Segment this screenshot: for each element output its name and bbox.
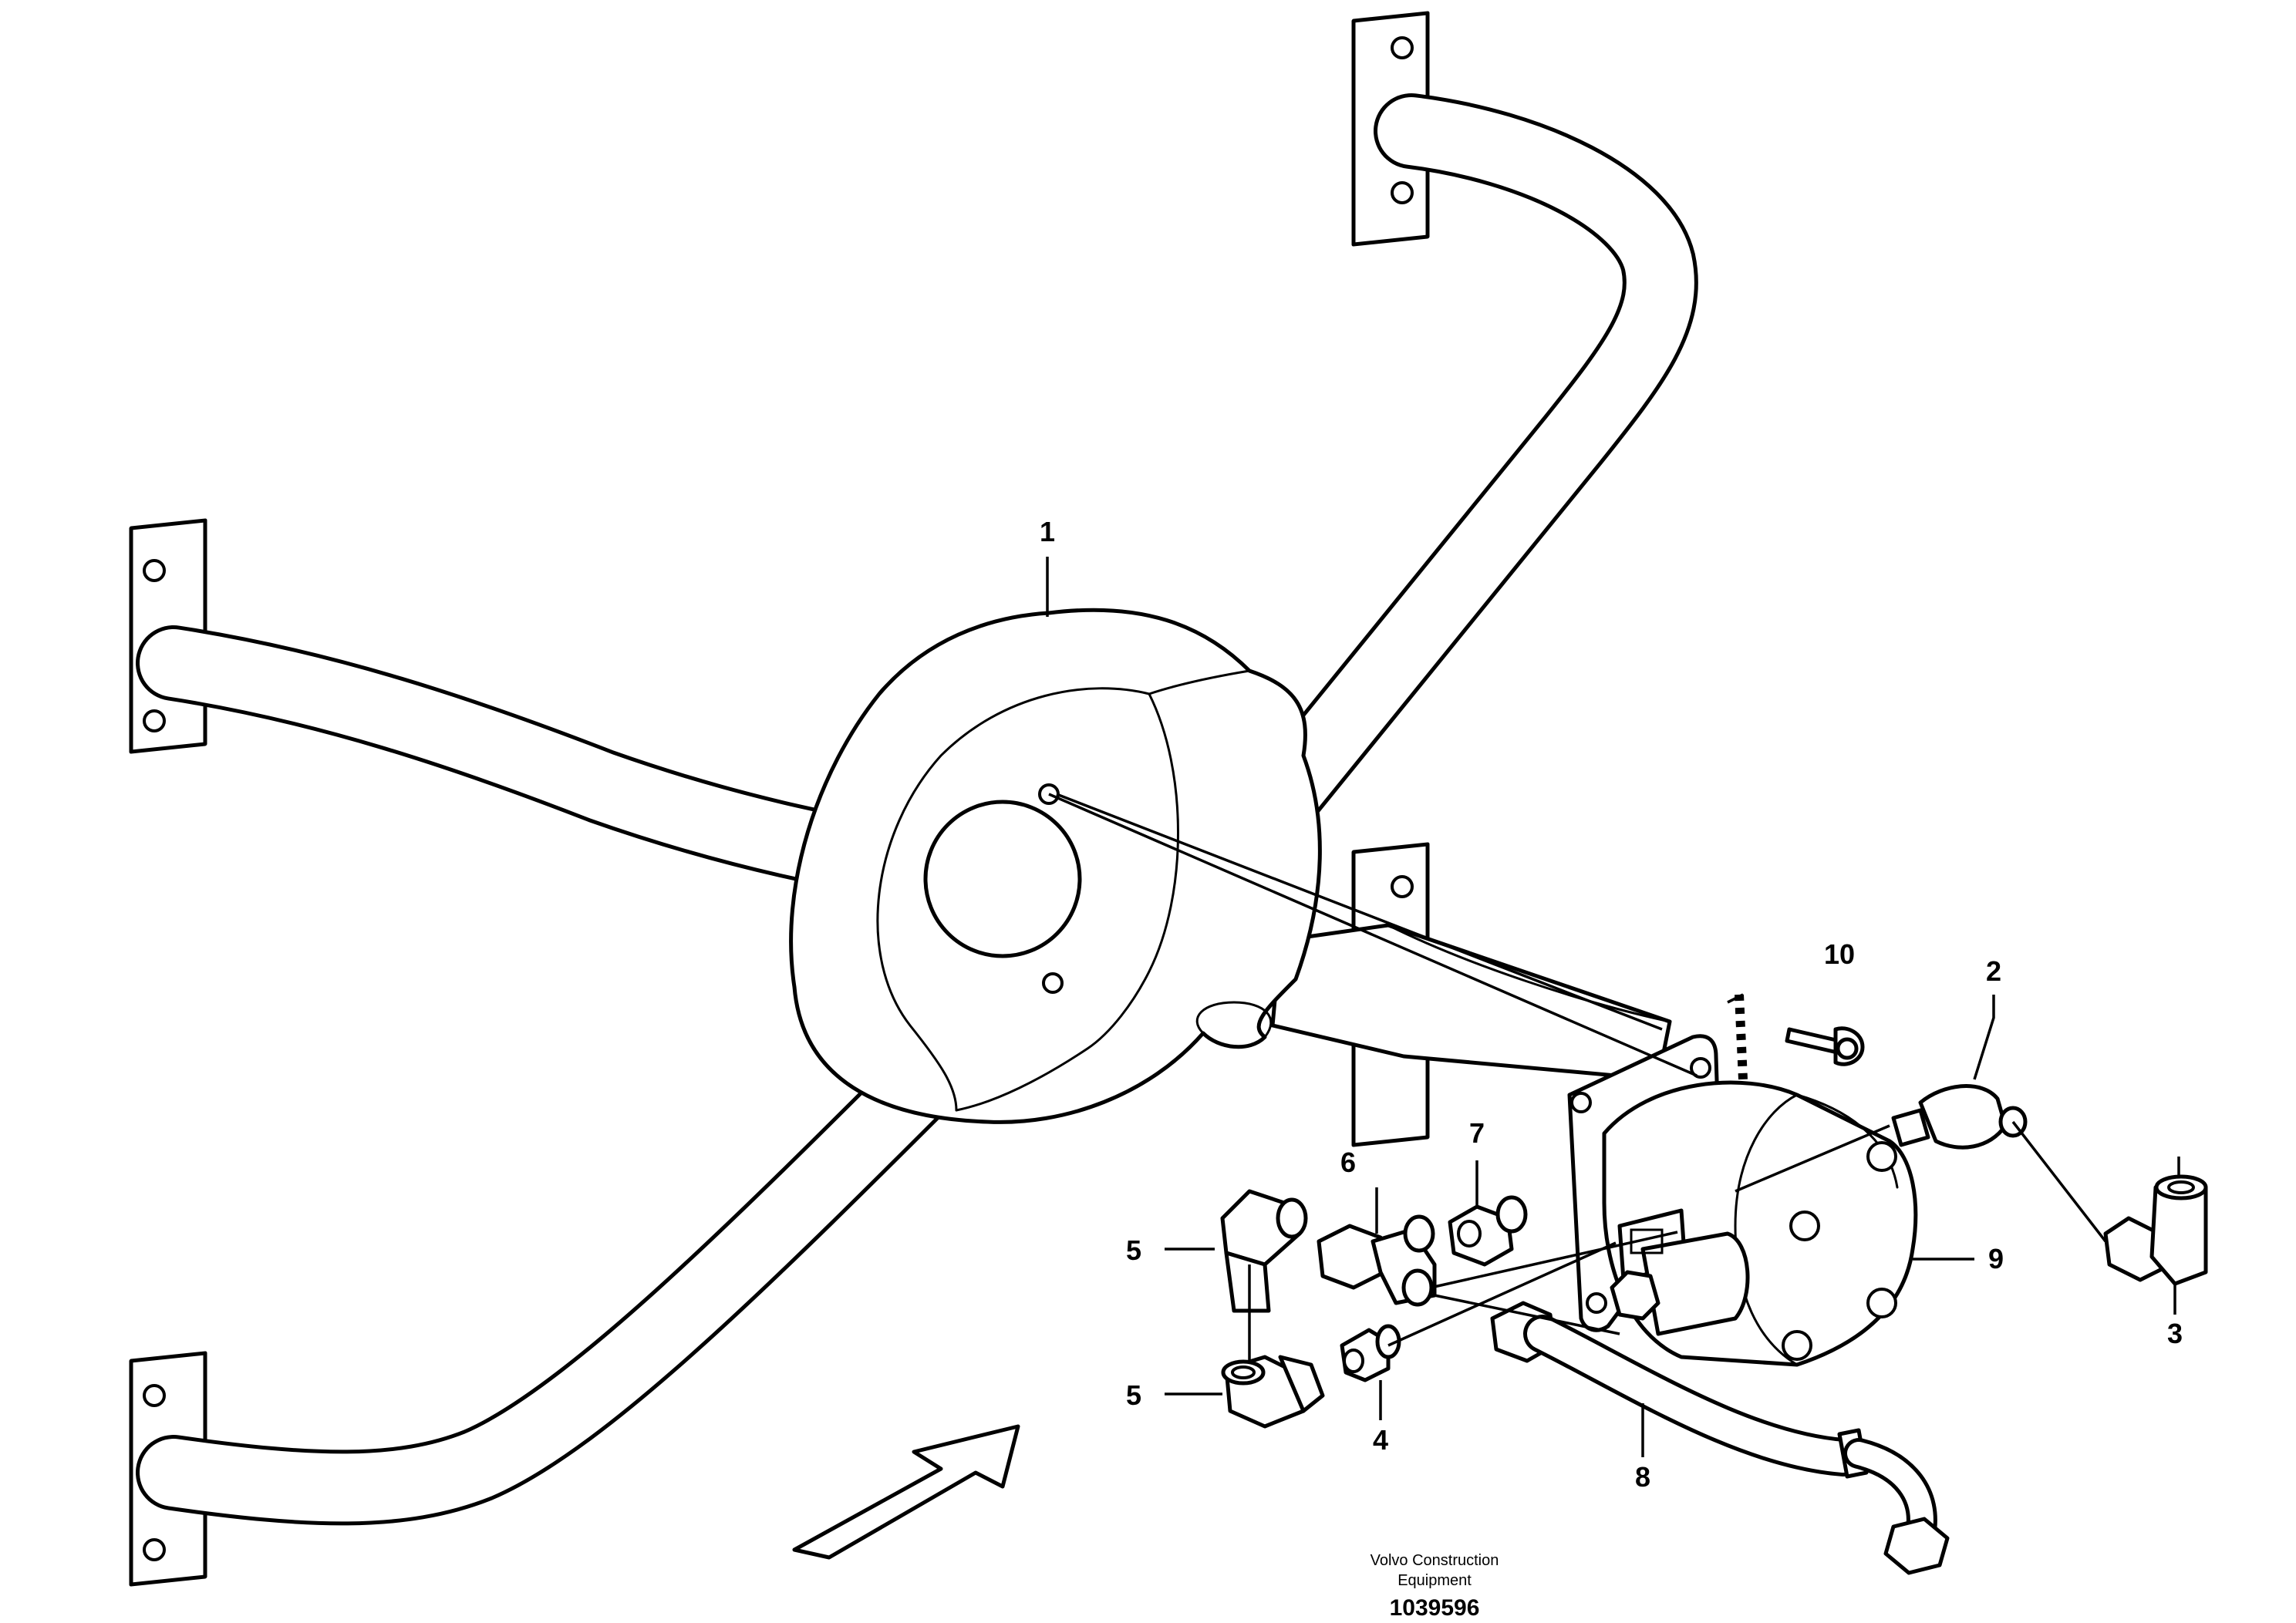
callout-1: 1 (1040, 516, 1055, 547)
shroud-ring (789, 608, 1322, 1124)
nipple-7 (1448, 1195, 1528, 1267)
callout-8: 8 (1635, 1461, 1650, 1493)
brand-line-1: Volvo Construction (1371, 1552, 1499, 1569)
hose-8 (1490, 1301, 1950, 1575)
callout-9: 9 (1988, 1243, 2004, 1274)
support-tubes (136, 93, 1698, 1526)
hydraulic-pump (1567, 1034, 1918, 1367)
leader-lines (1046, 557, 2180, 1457)
callout-10: 10 (1824, 938, 1855, 970)
elbow-fitting-2 (1891, 1084, 2028, 1150)
nipple-4 (1340, 1324, 1401, 1382)
callout-6: 6 (1340, 1147, 1356, 1178)
elbow-fitting-3 (2103, 1174, 2208, 1286)
callout-7: 7 (1469, 1117, 1485, 1149)
callout-2: 2 (1986, 955, 2001, 987)
callout-3: 3 (2167, 1318, 2183, 1349)
elbow-fitting-5-lower (1221, 1355, 1325, 1429)
callout-5-upper: 5 (1126, 1234, 1141, 1266)
dashed-marker (1735, 994, 1748, 1080)
callout-4: 4 (1373, 1424, 1388, 1456)
drawing-number: 1039596 (1390, 1595, 1480, 1621)
bolt (1785, 1026, 1865, 1066)
callout-5-lower: 5 (1126, 1379, 1141, 1411)
brand-line-2: Equipment (1397, 1572, 1472, 1589)
direction-arrow (792, 1424, 1020, 1560)
elbow-fitting-5-upper (1220, 1189, 1308, 1313)
tee-fitting-6 (1317, 1214, 1437, 1307)
